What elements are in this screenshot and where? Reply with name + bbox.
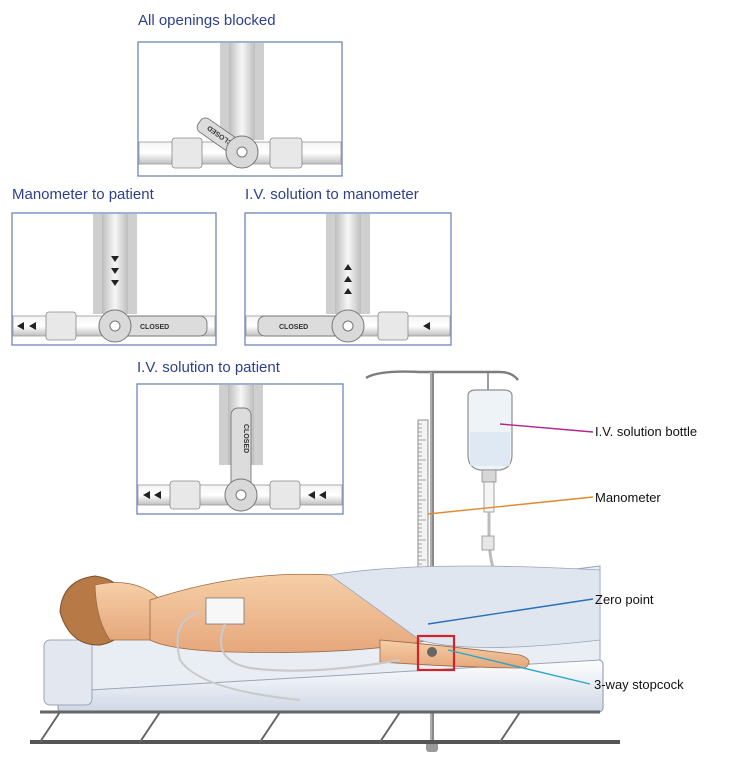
callout-label: Manometer	[595, 490, 661, 505]
panel-manometer-to-patient: CLOSED	[12, 213, 216, 345]
callout-label: I.V. solution bottle	[595, 424, 697, 439]
main-stopcock	[427, 647, 437, 657]
callout-iv-bottle: I.V. solution bottle	[500, 424, 697, 439]
panel-all-blocked: CLOSED	[138, 42, 342, 176]
callout-label: 3-way stopcock	[594, 677, 684, 692]
handle-label: CLOSED	[140, 324, 169, 331]
panel-iv-to-patient: CLOSED	[137, 384, 343, 514]
callout-line	[428, 497, 593, 514]
handle-label: CLOSED	[242, 424, 249, 453]
panel-title-all-blocked: All openings blocked	[138, 12, 276, 29]
panel-title-iv-to-patient: I.V. solution to patient	[137, 359, 281, 376]
callout-manometer: Manometer	[428, 490, 661, 514]
panel-title-iv-to-manometer: I.V. solution to manometer	[245, 186, 419, 203]
panel-iv-to-manometer: CLOSED	[245, 213, 451, 345]
panel-title-manometer-to-patient: Manometer to patient	[12, 186, 155, 203]
callout-label: Zero point	[595, 592, 654, 607]
handle-label: CLOSED	[279, 324, 308, 331]
callout-line	[500, 424, 593, 432]
